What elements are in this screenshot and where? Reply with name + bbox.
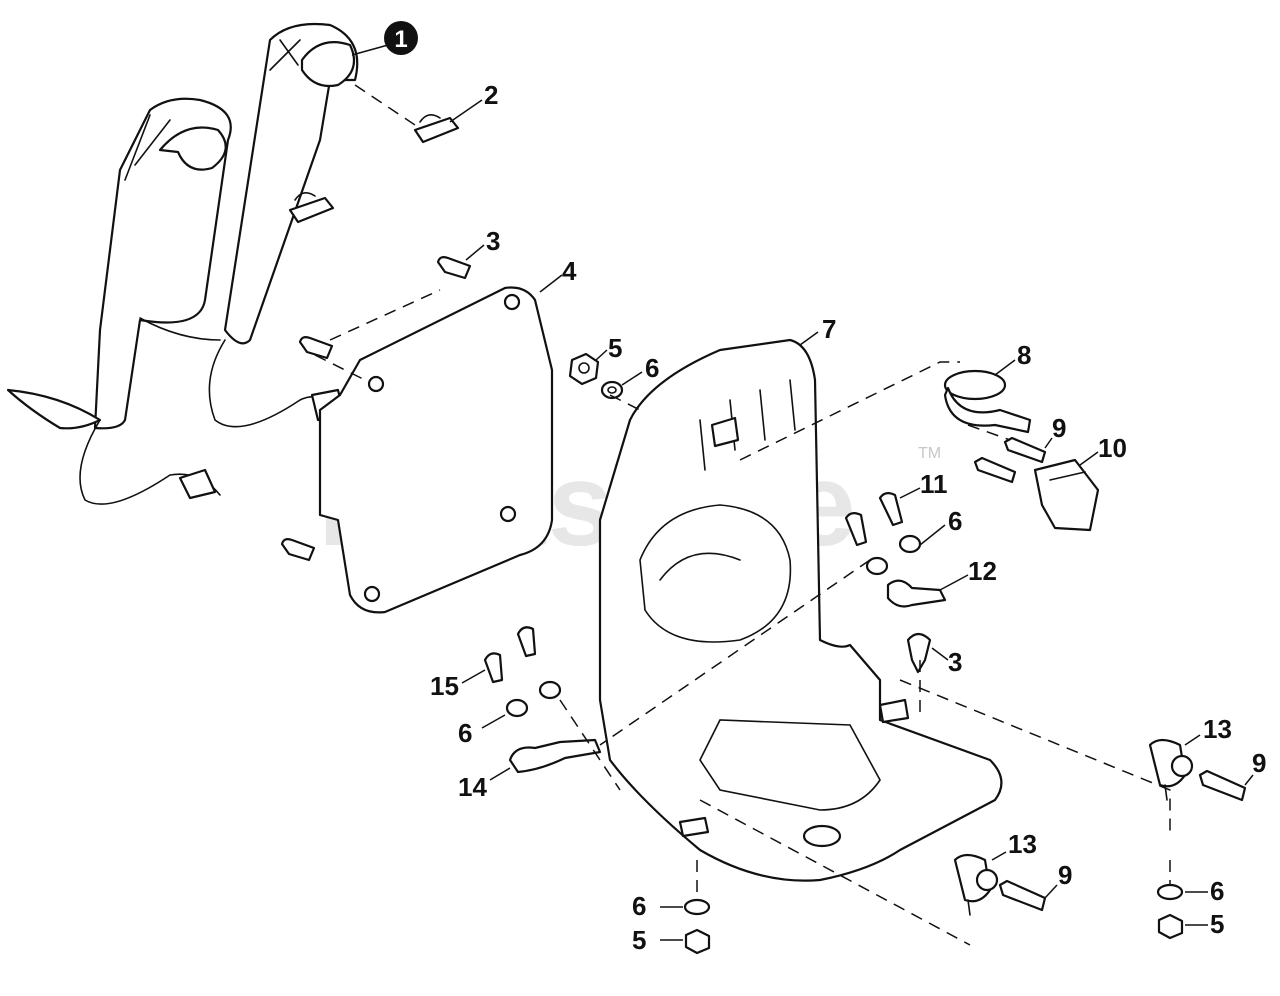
buckle-clips[interactable] <box>288 114 460 224</box>
callout-3-upper[interactable]: 3 <box>486 226 500 256</box>
push-pin-lower[interactable] <box>906 632 932 674</box>
bolts-15[interactable] <box>483 626 537 684</box>
callout-6-right[interactable]: 6 <box>1210 876 1224 906</box>
callout-5-bottom[interactable]: 5 <box>632 925 646 955</box>
bolts-shock-mounts[interactable] <box>998 769 1247 912</box>
callout-6-upper[interactable]: 6 <box>645 353 659 383</box>
hose-clamp[interactable] <box>943 369 1032 434</box>
hose-clip-14[interactable] <box>508 738 602 774</box>
push-pins-upper[interactable] <box>280 256 472 562</box>
mounting-bracket[interactable] <box>1033 458 1100 532</box>
assembly-lines <box>314 84 1171 946</box>
callout-7[interactable]: 7 <box>822 314 836 344</box>
washers-mid[interactable] <box>865 534 922 576</box>
shock-mount-lower[interactable] <box>953 853 999 916</box>
washers-nuts-lower[interactable] <box>683 883 1184 955</box>
callout-11[interactable]: 11 <box>920 469 948 499</box>
callout-5-right[interactable]: 5 <box>1210 909 1224 939</box>
backpack-frame[interactable] <box>598 338 1003 882</box>
callout-6-mid[interactable]: 6 <box>948 506 962 536</box>
callout-12[interactable]: 12 <box>968 556 997 586</box>
callout-9-lower[interactable]: 9 <box>1058 860 1072 890</box>
callout-14[interactable]: 14 <box>458 772 487 802</box>
leader-lines <box>351 44 1254 941</box>
callout-10[interactable]: 10 <box>1098 433 1127 463</box>
bolts-clamp-mount[interactable] <box>973 436 1047 484</box>
callout-15[interactable]: 15 <box>430 671 459 701</box>
callout-9-right[interactable]: 9 <box>1252 748 1266 778</box>
bolts-frame[interactable] <box>844 491 904 547</box>
shoulder-straps[interactable] <box>6 22 359 505</box>
callout-9-upper[interactable]: 9 <box>1052 413 1066 443</box>
hose-clip-12[interactable] <box>886 579 947 608</box>
shock-mount-upper[interactable] <box>1148 738 1194 801</box>
callout-1[interactable]: 1 <box>384 21 418 55</box>
callout-8[interactable]: 8 <box>1017 340 1031 370</box>
callout-5-upper[interactable]: 5 <box>608 333 622 363</box>
callout-1-label: 1 <box>394 26 407 53</box>
watermark-trademark: TM <box>918 445 941 462</box>
callout-3-lower[interactable]: 3 <box>948 647 962 677</box>
callout-6-bottom[interactable]: 6 <box>632 891 646 921</box>
callout-13-lower[interactable]: 13 <box>1008 829 1037 859</box>
callout-4[interactable]: 4 <box>562 256 577 286</box>
washer-upper[interactable] <box>600 380 624 400</box>
back-cover-plate[interactable] <box>318 286 554 614</box>
callout-13-upper[interactable]: 13 <box>1203 714 1232 744</box>
nut-upper[interactable] <box>568 352 600 386</box>
callout-6-left[interactable]: 6 <box>458 718 472 748</box>
washers-left[interactable] <box>505 680 562 718</box>
callout-2[interactable]: 2 <box>484 80 498 110</box>
